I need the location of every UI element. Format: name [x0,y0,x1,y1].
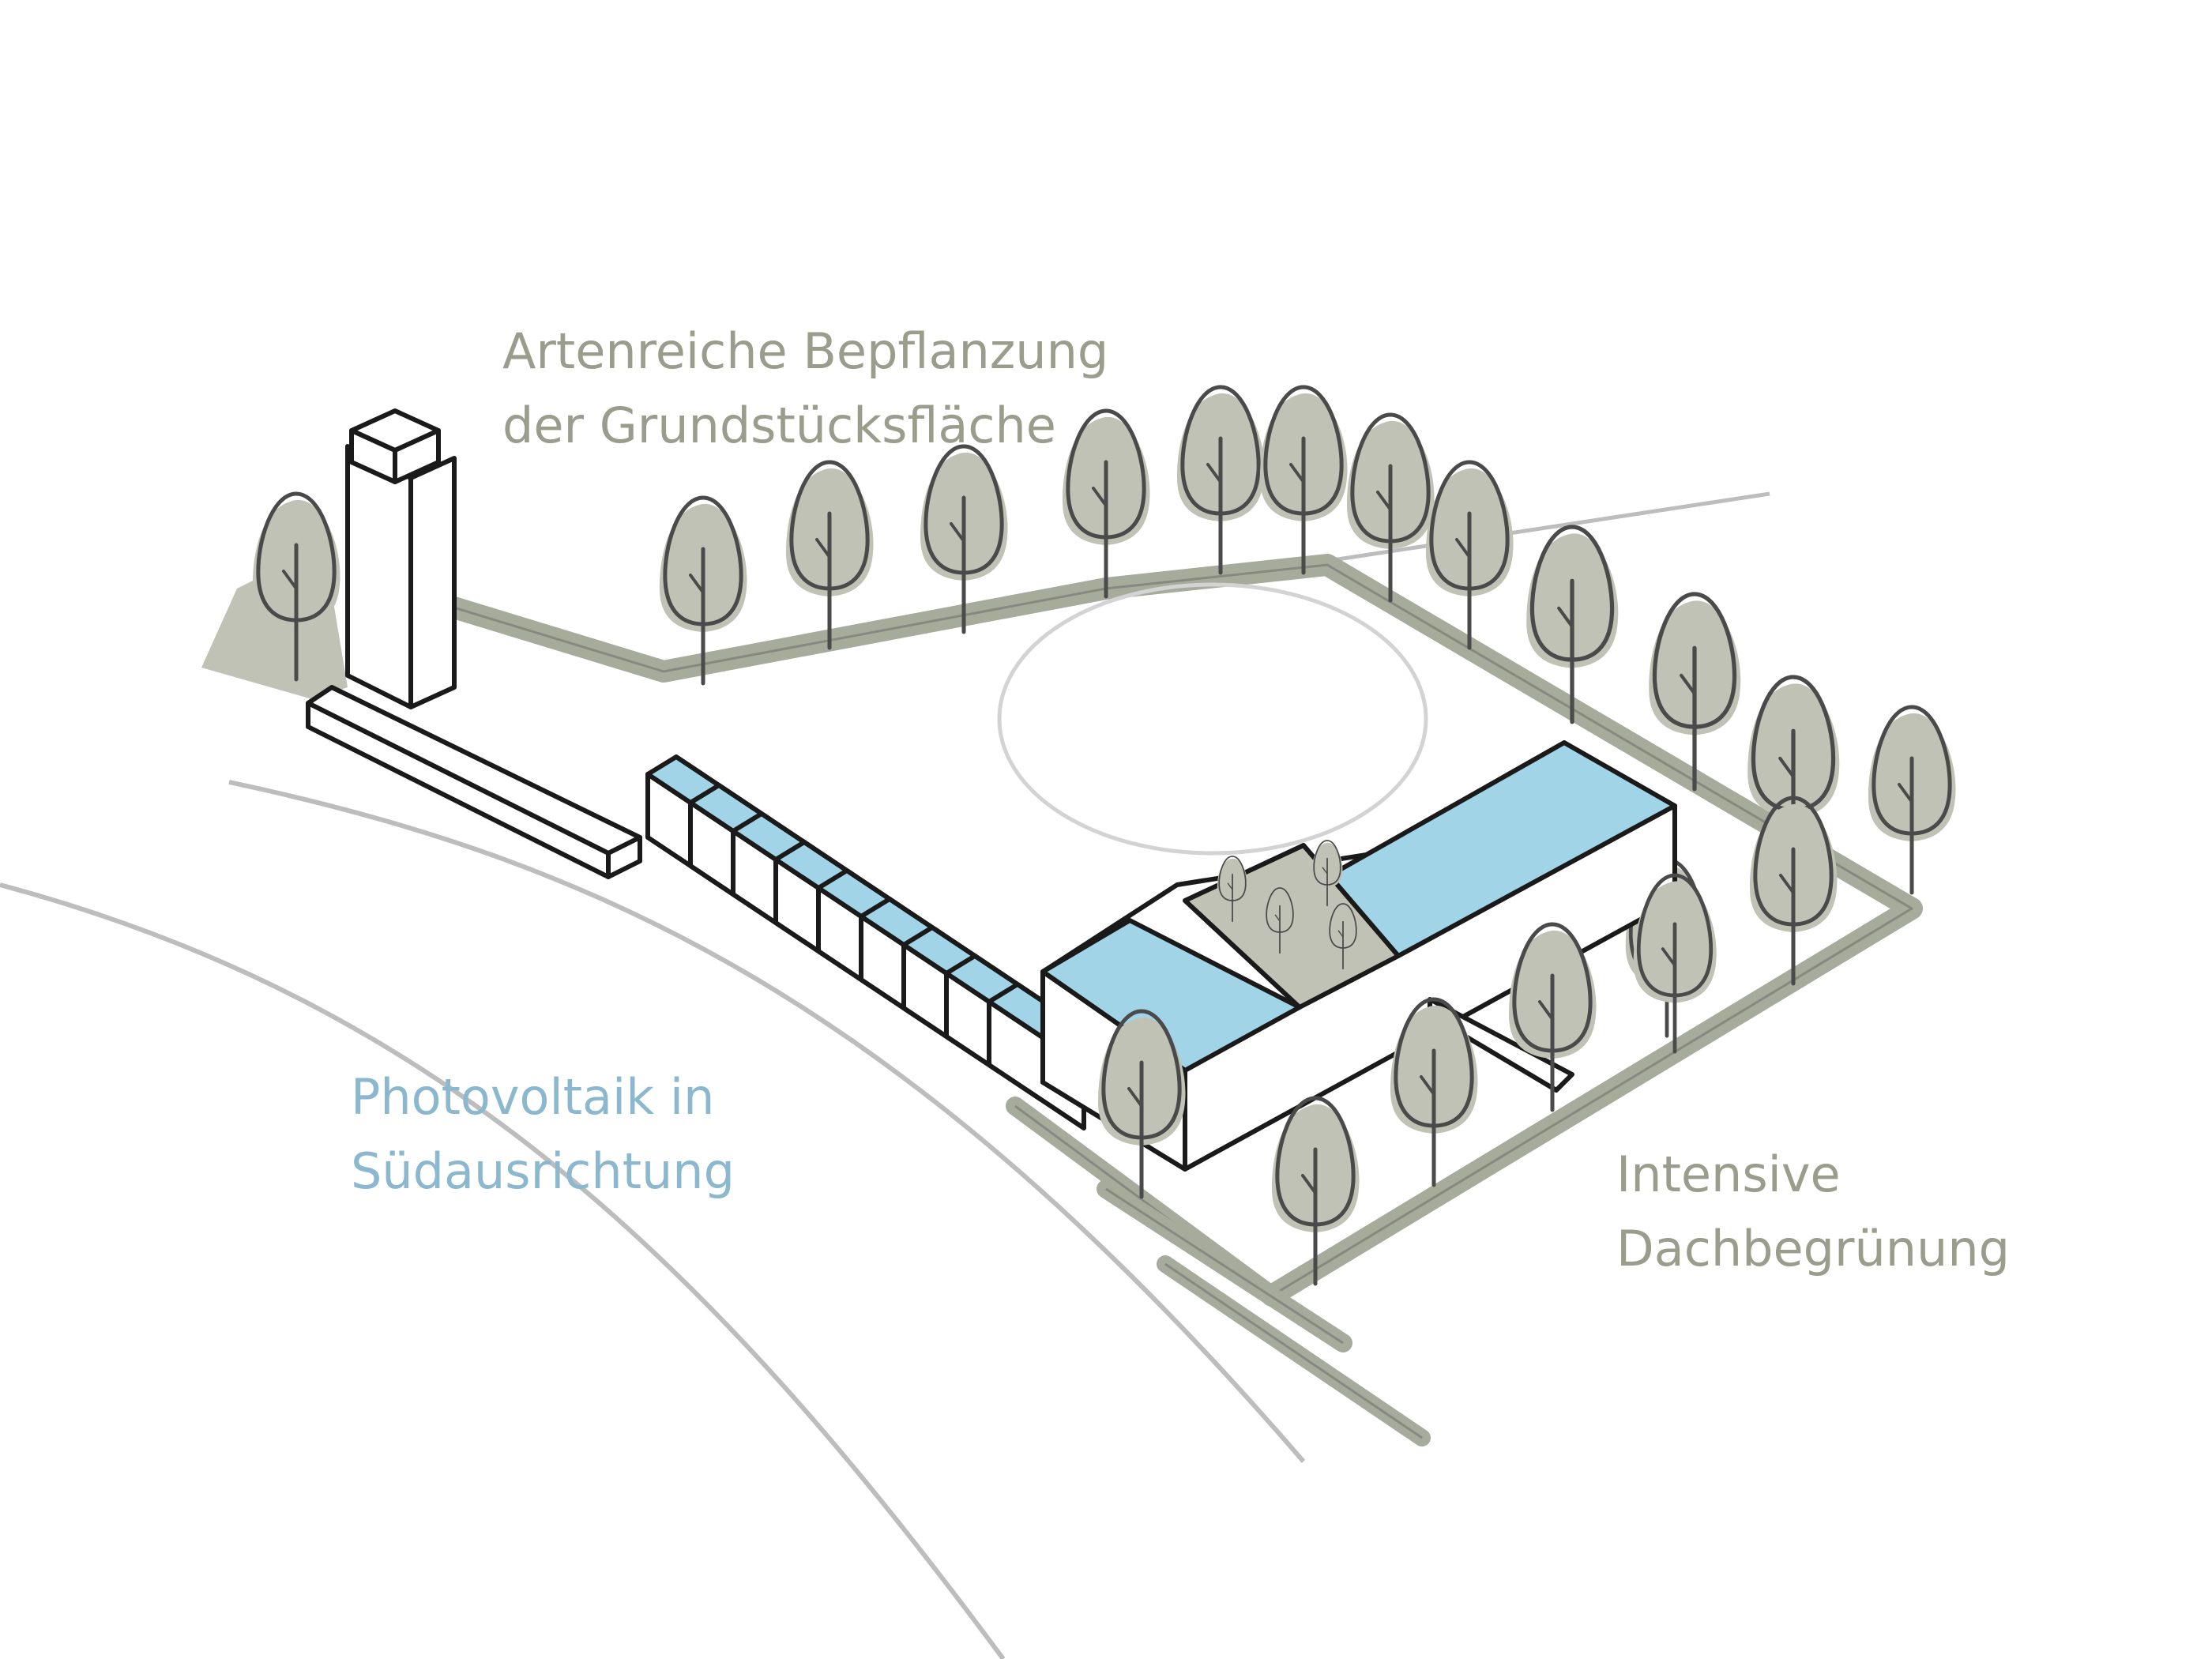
tree-icon [1217,856,1248,923]
tree-icon [1633,873,1717,1054]
tree-icon [1390,997,1478,1187]
tree-branch [1227,882,1233,890]
tree-icon [1098,1009,1186,1199]
garden-path-loop-edge [430,563,1913,1297]
tree-branch [950,522,965,543]
tree-icon [1868,705,1956,895]
road-edge-inner [228,780,1306,1463]
tree-branch [1337,930,1344,938]
road-edge-outer [0,882,1006,1659]
tree-icon [1747,675,1840,875]
tree-branch [689,574,705,594]
tree-icon [1272,1096,1360,1286]
tree-branch [1898,783,1913,803]
road-lines [0,491,1770,1659]
label-pv-line2: Südausrichtung [351,1142,735,1200]
tree-branch [1778,756,1796,779]
tree-branch [1779,874,1795,894]
tree-branch [1376,491,1392,511]
tree-icon [1327,903,1359,970]
tree-icon [1177,385,1265,575]
label-roof-line1: Intensive [1616,1146,1841,1203]
tree-branch [1455,538,1471,559]
tower-side [408,456,457,709]
garden-path-south-2-edge [1105,1187,1344,1345]
tree-branch [1557,606,1574,629]
tree-branch [1127,1087,1143,1108]
tree-branch [1680,673,1697,696]
buildings [306,408,1677,1172]
tree-icon [1526,525,1619,724]
connector-wall-top [306,685,642,856]
tree-icon [253,491,340,682]
tree-branch [1538,1000,1554,1021]
tree-branch [1289,463,1305,483]
label-green-roof: Intensive Dachbegrünung [1616,1138,2010,1286]
label-planting-line1: Artenreiche Bepflanzung [502,322,1109,380]
tree-branch [1661,947,1676,967]
tree-row-front [1098,873,1717,1286]
tree-branch [1420,1075,1435,1096]
garden-path-south-3-fill [1157,1255,1431,1446]
tree-branch [1092,487,1108,507]
label-roof-line2: Dachbegrünung [1616,1220,2010,1277]
tree-icon [1063,408,1150,599]
tree-icon [1649,592,1741,792]
tree-branch [282,570,298,590]
label-pv-line1: Photovoltaik in [351,1068,715,1126]
label-photovoltaics: Photovoltaik in Südausrichtung [351,1060,735,1209]
connector-wall-end [606,835,642,879]
tree-icon [920,444,1008,634]
garden-path-loop-fill [419,554,1923,1307]
label-species-rich-planting: Artenreiche Bepflanzung der Grundstücksf… [502,314,1108,463]
tree-branch [1301,1174,1317,1194]
garden-path-south-2-fill [1097,1179,1352,1352]
tree-icon [660,495,747,686]
road-edge-north [1326,491,1770,563]
tree-icon [1264,887,1296,954]
tree-branch [1274,914,1281,922]
plaza-outline [997,582,1428,856]
tower-crown-side [393,428,441,484]
garden-path-south-3-edge [1164,1262,1423,1439]
tree-branch [1206,463,1222,483]
tree-icon [1260,385,1348,575]
tree-icon [1347,412,1435,603]
plaza-circle [997,582,1428,856]
tree-icon [1311,840,1343,907]
tree-row-back [253,385,1956,1038]
label-planting-line2: der Grundstücksfläche [502,397,1056,454]
tree-branch [815,538,831,559]
tree-icon [1509,922,1597,1112]
tree-icon [1750,796,1838,986]
connector-wall-front [306,701,611,879]
tower-front [345,444,413,709]
tree-icon [1426,460,1514,650]
tree-branch [1322,867,1328,875]
tree-icon [786,460,874,650]
